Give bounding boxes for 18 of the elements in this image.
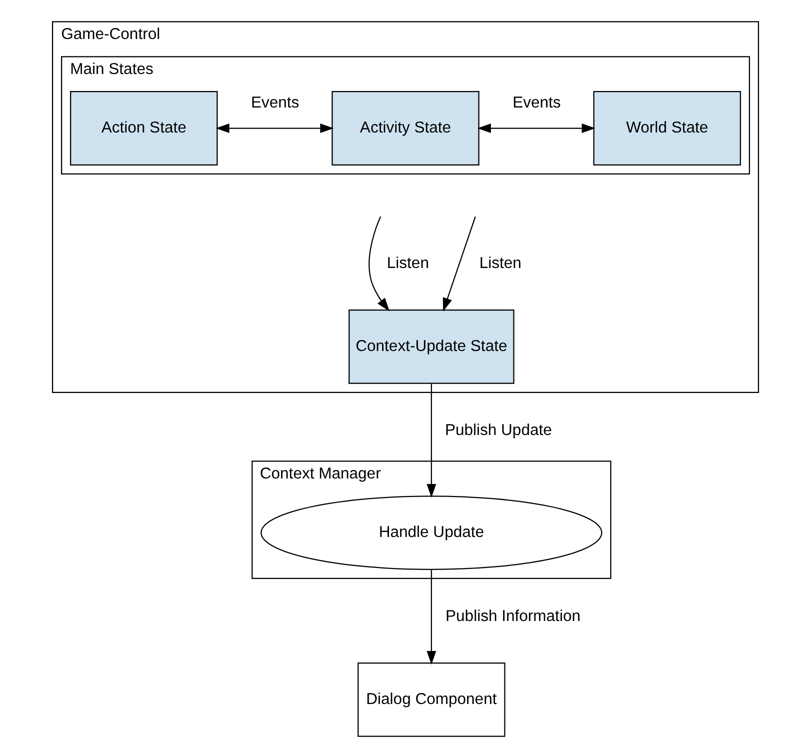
edge-label: Events [251,94,300,112]
node-box: Activity State [332,91,480,166]
node-box: Dialog Component [358,662,506,737]
arrow [477,124,596,133]
arrow [216,124,334,133]
arrow [368,216,390,312]
edge-label: Events [512,94,561,112]
node-box: World State [593,91,741,166]
edge-label: Publish Information [446,608,580,625]
edge-label: Publish Update [444,422,552,439]
edge-label: Listen [479,255,522,272]
node-box: Context-Update State [348,310,514,384]
edge-label: Listen [386,255,429,272]
node-ellipse: Handle Update [260,496,602,570]
arrow [426,570,436,665]
node-box: Action State [70,91,218,166]
arrow [442,216,476,312]
arrow [426,384,436,498]
